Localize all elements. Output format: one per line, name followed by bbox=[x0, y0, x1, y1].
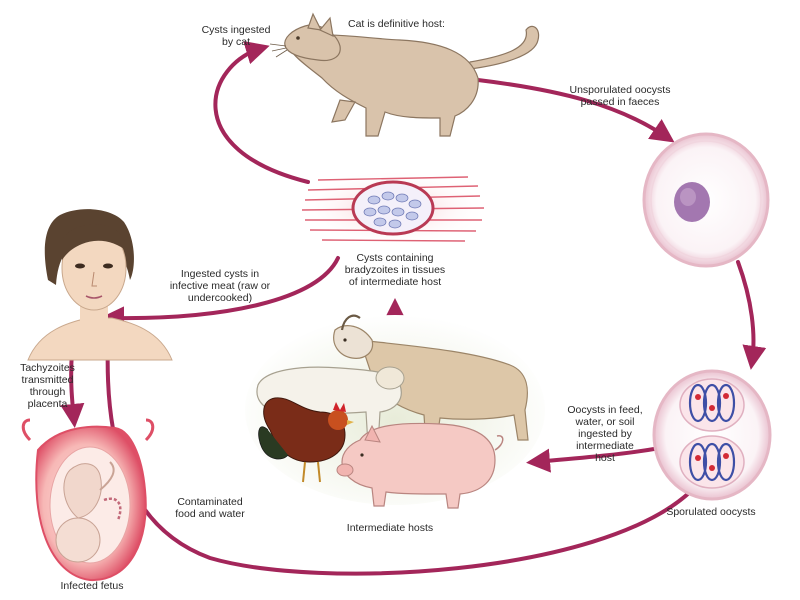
label-intermediate-hosts: Intermediate hosts bbox=[330, 522, 450, 534]
label-infected-fetus: Infected fetus bbox=[42, 580, 142, 592]
label-tachyzoites-transmitted: Tachyzoites transmitted through placenta bbox=[10, 362, 85, 410]
cat-illustration bbox=[270, 14, 539, 136]
label-ingested-cysts-meat: Ingested cysts in infective meat (raw or… bbox=[160, 268, 280, 304]
label-cysts-in-tissues: Cysts containing bradyzoites in tissues … bbox=[320, 252, 470, 288]
label-oocysts-in-feed: Oocysts in feed, water, or soil ingested… bbox=[555, 404, 655, 464]
arrow-oocyst-to-sporulated bbox=[738, 262, 753, 362]
sporulated-oocyst bbox=[654, 371, 770, 499]
label-cat-definitive-host: Cat is definitive host: bbox=[348, 18, 478, 30]
intermediate-hosts-illustration bbox=[245, 315, 545, 508]
label-sporulated-oocysts: Sporulated oocysts bbox=[656, 506, 766, 518]
label-cysts-ingested-by-cat: Cysts ingested by cat bbox=[196, 24, 276, 48]
label-unsporulated-oocysts: Unsporulated oocysts passed in faeces bbox=[555, 84, 685, 108]
tissue-cyst bbox=[298, 170, 488, 246]
human-illustration bbox=[28, 209, 172, 360]
arrow-tissue-to-cat bbox=[215, 48, 308, 182]
label-contaminated-food: Contaminated food and water bbox=[160, 496, 260, 520]
fetus-illustration bbox=[23, 420, 153, 580]
unsporulated-oocyst bbox=[644, 134, 768, 266]
